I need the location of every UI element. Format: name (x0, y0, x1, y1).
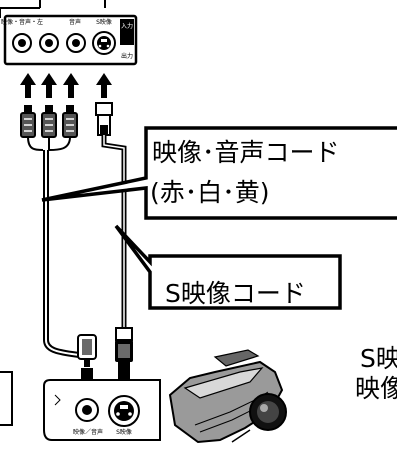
rca-plugs (20, 102, 113, 138)
camcorder (168, 349, 287, 444)
s-video-jack-bottom (108, 395, 140, 427)
up-arrows (20, 73, 112, 98)
rca-jack-3 (66, 33, 86, 53)
up-arrow-2 (41, 73, 57, 98)
bottom-mark: 出力 (121, 52, 133, 60)
av-jack-label: 映像／音声 (73, 428, 103, 436)
tv-input-panel: 入力 出力 映像・音声・左 音声 S映像 (0, 0, 138, 66)
camcorder-jack-panel: 映像／音声 S映像 (43, 379, 161, 441)
av-cord-label-line2: (赤･白･黄) (150, 178, 270, 207)
jack-label-1: 映像・音声・左 (1, 18, 43, 26)
av-plug-bottom (77, 334, 97, 367)
left-edge-box (0, 371, 13, 426)
up-arrow-1 (20, 73, 36, 98)
up-arrow-4 (96, 73, 112, 98)
s-video-plug-bottom (115, 327, 133, 368)
rca-jack-1 (12, 33, 32, 53)
s-cord-label: S映像コード (165, 279, 306, 308)
jack-label-2: 音声 (69, 18, 81, 26)
up-arrow-3 (63, 73, 79, 98)
rca-plug-white (41, 105, 57, 138)
rca-plug-red (20, 105, 36, 138)
s-video-jack-label: S映像 (116, 428, 132, 436)
rca-jack-2 (39, 33, 59, 53)
right-cut-text-line2: 映像 (355, 374, 397, 403)
s-video-plug-top (95, 102, 113, 136)
callout-s-cord (114, 224, 342, 310)
side-mark-top: 入力 (121, 22, 133, 30)
av-jack (75, 398, 99, 422)
right-cut-text-line1: S映 (360, 344, 397, 373)
cables (27, 135, 127, 359)
lower-plugs (77, 327, 133, 368)
callout-av-cord (41, 126, 397, 220)
jack-label-3: S映像 (96, 18, 112, 26)
rca-plug-yellow (62, 105, 78, 138)
s-video-jack (92, 31, 116, 55)
av-cord-label-line1: 映像･音声コード (152, 138, 340, 167)
